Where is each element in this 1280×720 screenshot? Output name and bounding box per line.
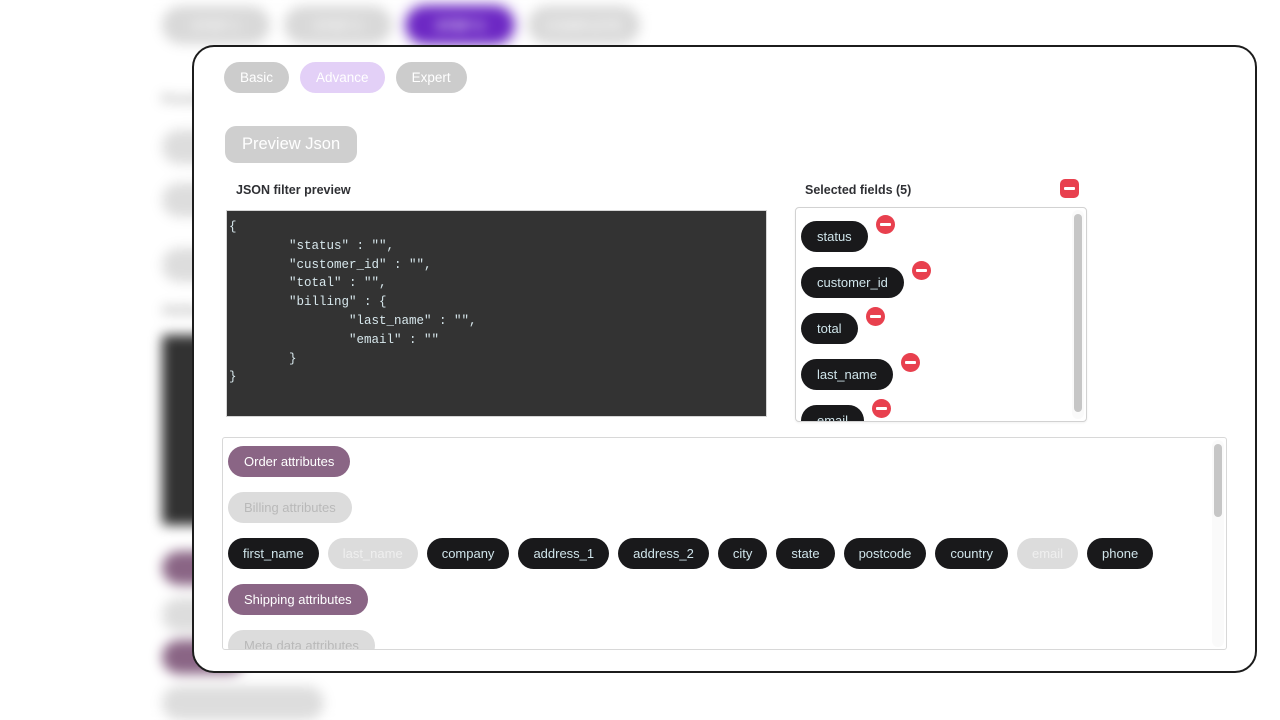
attribute-pill-city[interactable]: city [717, 538, 768, 569]
attribute-pill-address-1[interactable]: address_1 [518, 538, 610, 569]
selected-fields-scrollbar-thumb[interactable] [1074, 214, 1082, 412]
remove-field-customer-id-icon[interactable] [911, 261, 931, 280]
json-preview-code: { "status" : "", "customer_id" : "", "to… [229, 220, 477, 385]
attribute-pill-address-2[interactable]: address_2 [618, 538, 709, 569]
step-pill-1[interactable]: STEP 1 [162, 6, 270, 44]
attribute-pill-state[interactable]: state [776, 538, 835, 569]
remove-all-fields-icon[interactable] [1060, 179, 1079, 198]
tab-expert[interactable]: Expert [395, 62, 467, 93]
list-item: last_name [796, 351, 1086, 397]
group-row-meta: Meta data attributes [228, 630, 1226, 649]
advance-filter-modal: Basic Advance Expert Preview Json JSON f… [192, 45, 1257, 673]
group-pill-meta-data-attributes[interactable]: Meta data attributes [228, 630, 375, 649]
background-group-pill-4 [162, 686, 324, 720]
selected-fields-list: status customer_id total last_name email [796, 208, 1086, 421]
attributes-panel-scrollbar[interactable] [1212, 440, 1224, 647]
remove-field-email-icon[interactable] [872, 399, 892, 418]
selected-field-customer-id[interactable]: customer_id [801, 266, 904, 298]
attribute-pill-first-name[interactable]: first_name [228, 538, 319, 569]
list-item: customer_id [796, 259, 1086, 305]
attribute-pill-last-name[interactable]: last_name [327, 538, 418, 569]
modal-body: Basic Advance Expert Preview Json JSON f… [194, 47, 1255, 671]
selected-field-status[interactable]: status [801, 220, 868, 252]
list-item: total [796, 305, 1086, 351]
step-pill-2[interactable]: STEP 2 [284, 6, 392, 44]
selected-fields-panel: status customer_id total last_name email [795, 207, 1087, 422]
attributes-content: Order attributes Billing attributes firs… [223, 438, 1226, 649]
tab-advance[interactable]: Advance [300, 62, 385, 93]
step-pill-3[interactable]: STEP 3 [406, 6, 514, 44]
stepper: STEP 1 STEP 2 STEP 3 COMPLETE [162, 6, 641, 44]
attribute-pill-country[interactable]: country [935, 538, 1008, 569]
group-row-order: Order attributes [228, 446, 1226, 492]
group-pill-order-attributes[interactable]: Order attributes [228, 446, 351, 477]
attribute-pill-email[interactable]: email [1016, 538, 1079, 569]
group-pill-billing-attributes[interactable]: Billing attributes [228, 492, 352, 523]
selected-fields-scrollbar[interactable] [1072, 210, 1084, 419]
step-pill-complete[interactable]: COMPLETE [528, 6, 641, 44]
attribute-pill-company[interactable]: company [426, 538, 510, 569]
group-pill-shipping-attributes[interactable]: Shipping attributes [228, 584, 368, 615]
json-filter-preview-label: JSON filter preview [236, 183, 351, 197]
attributes-panel-scrollbar-thumb[interactable] [1214, 444, 1222, 517]
selected-field-email[interactable]: email [801, 404, 865, 421]
selected-fields-label: Selected fields (5) [805, 183, 912, 197]
billing-attribute-pills: first_name last_name company address_1 a… [228, 538, 1226, 569]
selected-field-last-name[interactable]: last_name [801, 358, 893, 390]
group-row-shipping: Shipping attributes [228, 584, 1226, 630]
remove-field-last-name-icon[interactable] [900, 353, 920, 372]
mode-tabs: Basic Advance Expert [224, 62, 467, 93]
tab-basic[interactable]: Basic [224, 62, 290, 93]
json-preview-box: { "status" : "", "customer_id" : "", "to… [226, 210, 767, 417]
remove-field-total-icon[interactable] [865, 307, 885, 326]
attributes-panel: Order attributes Billing attributes firs… [222, 437, 1227, 650]
attribute-pill-postcode[interactable]: postcode [843, 538, 927, 569]
preview-json-button[interactable]: Preview Json [225, 126, 358, 163]
remove-field-status-icon[interactable] [875, 215, 895, 234]
attribute-pill-phone[interactable]: phone [1087, 538, 1154, 569]
selected-field-total[interactable]: total [801, 312, 858, 344]
list-item: status [796, 213, 1086, 259]
list-item: email [796, 397, 1086, 421]
group-row-billing: Billing attributes [228, 492, 1226, 538]
